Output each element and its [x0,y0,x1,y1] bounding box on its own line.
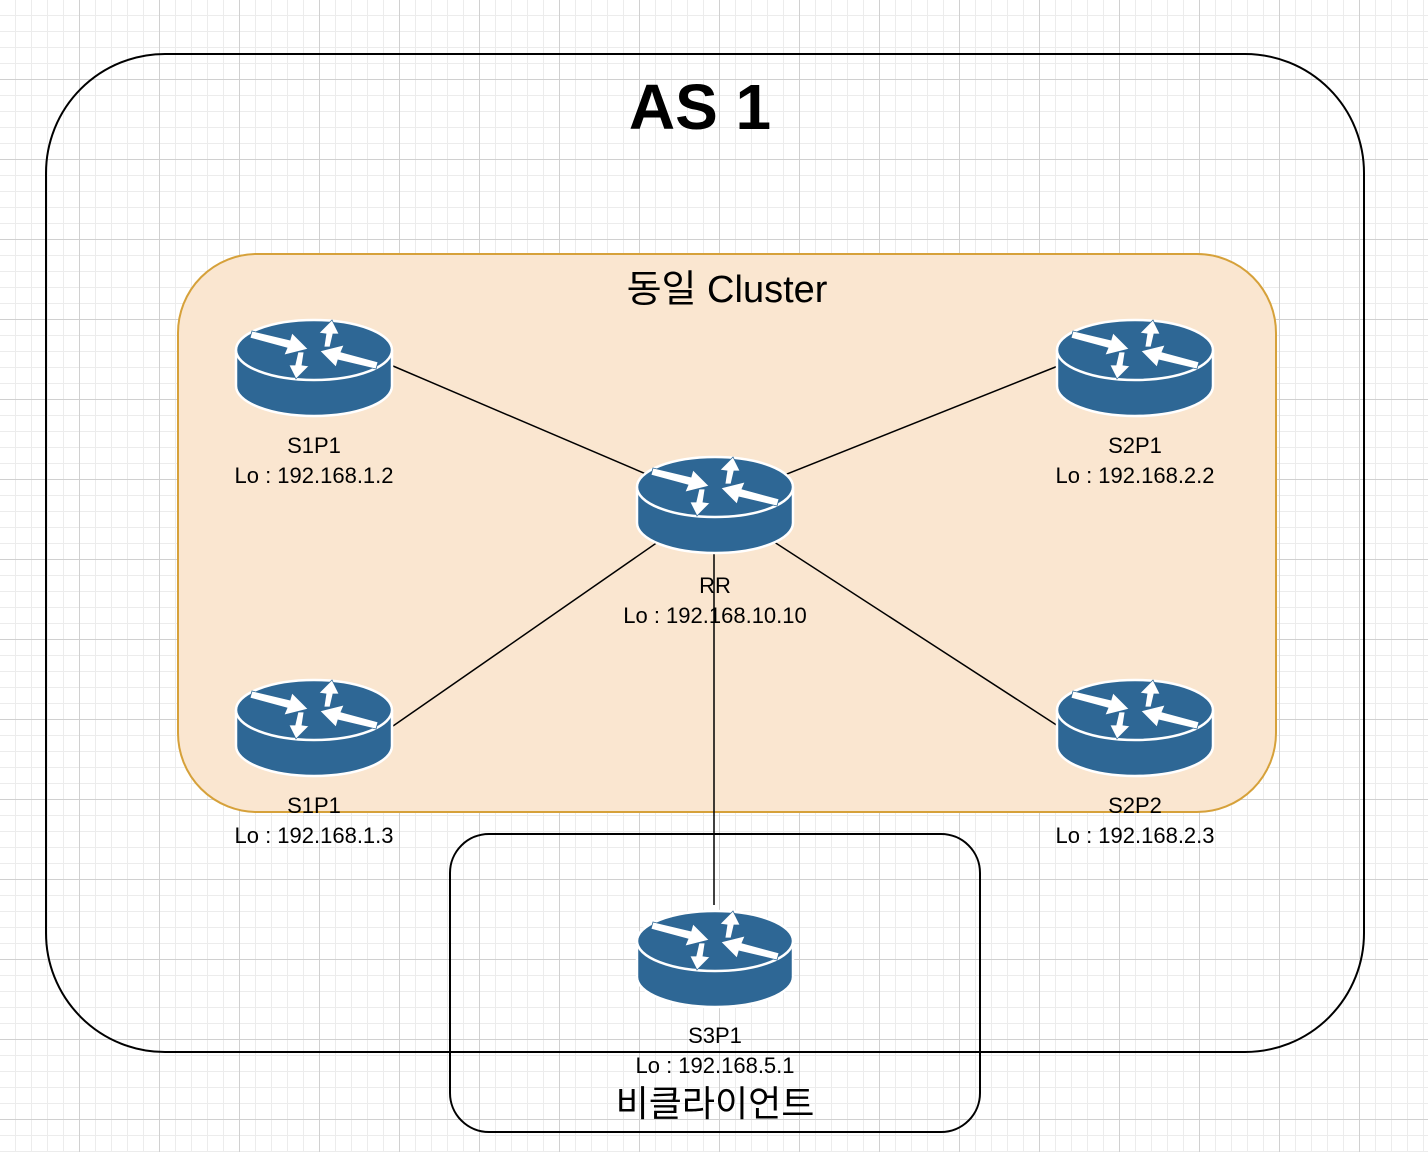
router-icon [234,678,394,778]
node-label-s1p1-top: S1P1 Lo : 192.168.1.2 [154,431,474,491]
node-label-s2p2: S2P2 Lo : 192.168.2.3 [975,791,1295,851]
node-loopback: Lo : 192.168.2.2 [1055,463,1215,488]
node-label-rr: RR Lo : 192.168.10.10 [555,571,875,631]
router-s1p1-top[interactable] [234,314,394,418]
as-title: AS 1 [628,71,772,143]
non-client-boundary[interactable] [449,833,981,1133]
node-label-s1p1-bottom: S1P1 Lo : 192.168.1.3 [154,791,474,851]
node-loopback: Lo : 192.168.5.1 [635,1053,795,1078]
node-name: S1P1 [287,793,341,818]
node-name: RR [699,573,731,598]
node-loopback: Lo : 192.168.1.2 [234,463,394,488]
router-s2p2[interactable] [1055,674,1215,778]
cluster-title: 동일 Cluster [626,269,828,311]
node-label-s3p1: S3P1 Lo : 192.168.5.1 [555,1021,875,1081]
as-boundary[interactable] [45,53,1365,1053]
node-loopback: Lo : 192.168.10.10 [623,603,807,628]
non-client-title: 비클라이언트 [615,1083,815,1124]
node-loopback: Lo : 192.168.1.3 [234,823,394,848]
router-icon [1055,318,1215,418]
node-loopback: Lo : 192.168.2.3 [1055,823,1215,848]
router-icon [1055,678,1215,778]
router-icon [234,318,394,418]
router-rr[interactable] [635,451,795,555]
node-label-s2p1: S2P1 Lo : 192.168.2.2 [975,431,1295,491]
router-icon [635,909,795,1009]
node-name: S2P2 [1108,793,1162,818]
router-s1p1-bottom[interactable] [234,674,394,778]
router-s2p1[interactable] [1055,314,1215,418]
node-name: S2P1 [1108,433,1162,458]
node-name: S3P1 [688,1023,742,1048]
router-s3p1[interactable] [635,905,795,1009]
router-icon [635,455,795,555]
node-name: S1P1 [287,433,341,458]
